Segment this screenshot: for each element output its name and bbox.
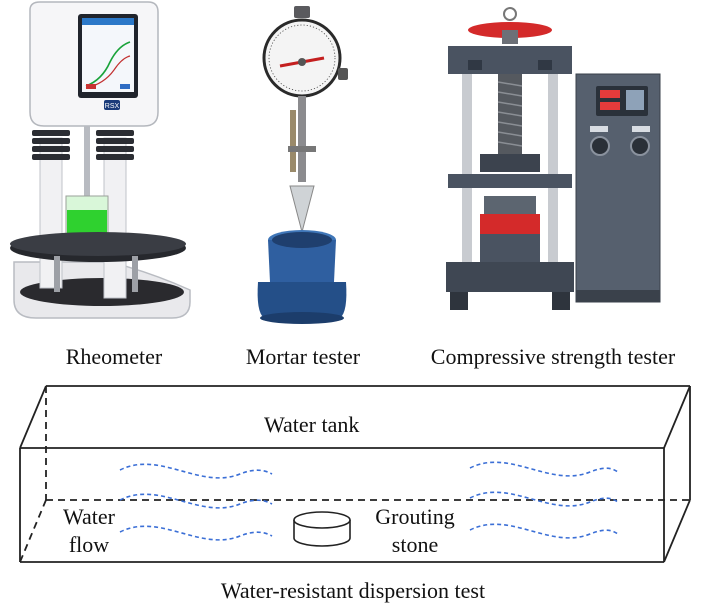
rheometer-caption: Rheometer xyxy=(65,344,163,369)
compressive-tester-image xyxy=(446,7,661,310)
tank-hidden-edges xyxy=(19,386,690,563)
compressive-tester-caption: Compressive strength tester xyxy=(430,344,676,369)
grouting-stone-line1: Grouting xyxy=(375,504,455,529)
rheometer-image: RSX xyxy=(10,1,191,319)
water-tank-label: Water tank xyxy=(264,412,360,437)
tank-outline xyxy=(19,385,691,563)
right-water-waves xyxy=(469,461,619,539)
grouting-stone-line2: stone xyxy=(391,532,439,557)
left-water-waves xyxy=(119,463,273,541)
mortar-tester-image xyxy=(257,6,348,324)
water-flow-line2: flow xyxy=(68,532,110,557)
water-flow-line1: Water xyxy=(63,504,115,529)
rheometer-badge: RSX xyxy=(105,103,120,110)
water-flow-label: Water flow xyxy=(44,503,134,559)
grouting-stone-shape xyxy=(293,511,351,547)
mortar-tester-caption: Mortar tester xyxy=(245,344,361,369)
water-tank-diagram xyxy=(19,385,691,563)
grouting-stone-label: Grouting stone xyxy=(350,503,480,559)
dispersion-test-caption: Water-resistant dispersion test xyxy=(220,578,486,603)
